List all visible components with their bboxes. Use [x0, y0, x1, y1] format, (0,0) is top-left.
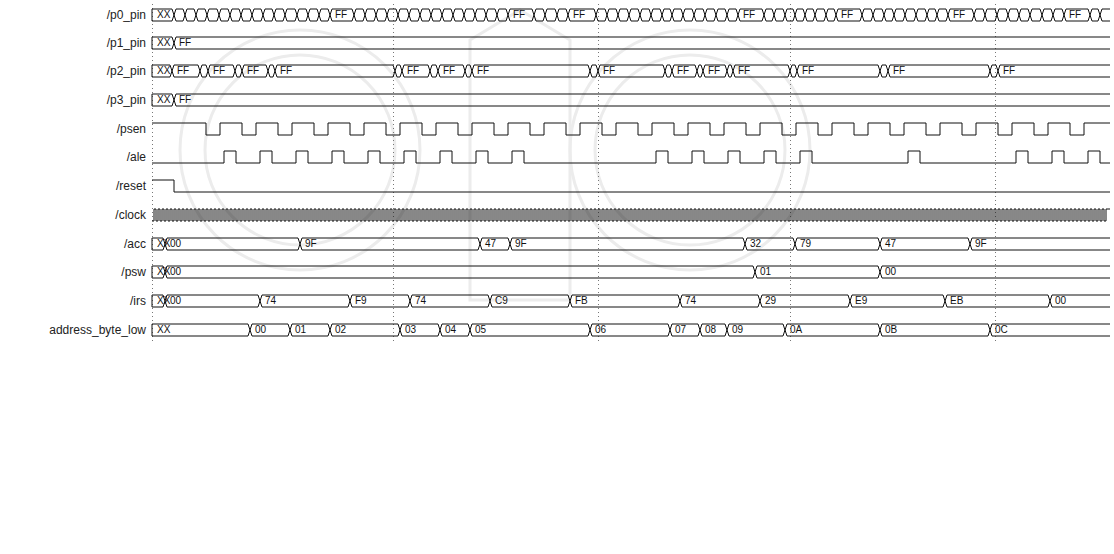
bus-value: 00: [170, 266, 181, 278]
bus-value: 05: [475, 324, 486, 336]
bus-value: XX: [157, 65, 170, 77]
bus-value: 00: [170, 295, 181, 307]
signal-name: /ale: [0, 150, 146, 164]
signal-name: /psen: [0, 122, 146, 136]
bus-value: 09: [732, 324, 743, 336]
bus-value: FF: [802, 65, 814, 77]
bus-value: FF: [179, 37, 191, 49]
bus-value: 74: [415, 295, 426, 307]
bus-value: FF: [573, 9, 585, 21]
bus-value: 32: [750, 238, 761, 250]
signal-name: address_byte_low: [0, 323, 146, 337]
bus-value: 9F: [515, 238, 527, 250]
bus-trace: [152, 9, 1110, 21]
bus-value: EB: [950, 295, 963, 307]
bus-value: 74: [685, 295, 696, 307]
signal-name: /acc: [0, 237, 146, 251]
bus-value: FF: [953, 9, 965, 21]
bus-value: XX: [157, 295, 170, 307]
bus-trace: [152, 37, 1110, 49]
bus-value: 03: [405, 324, 416, 336]
bus-value: 9F: [305, 238, 317, 250]
bus-value: FF: [477, 65, 489, 77]
bus-value: FF: [841, 9, 853, 21]
bus-value: FF: [708, 65, 720, 77]
bus-value: XX: [157, 324, 170, 336]
signal-name: /p1_pin: [0, 36, 146, 50]
bus-value: FF: [893, 65, 905, 77]
bus-value: F9: [355, 295, 367, 307]
bus-value: FF: [247, 65, 259, 77]
bus-value: XX: [157, 9, 170, 21]
signal-name: /p3_pin: [0, 93, 146, 107]
bus-value: 47: [485, 238, 496, 250]
bus-value: C9: [495, 295, 508, 307]
bus-value: FF: [179, 94, 191, 106]
signal-name: /psw: [0, 265, 146, 279]
bus-value: 00: [1055, 295, 1066, 307]
bus-trace: [152, 266, 1110, 278]
signal-name: /clock: [0, 208, 146, 222]
bus-value: FF: [443, 65, 455, 77]
bus-value: FF: [603, 65, 615, 77]
signal-name: /irs: [0, 294, 146, 308]
bus-value: E9: [855, 295, 867, 307]
bus-value: 04: [445, 324, 456, 336]
bus-value: FF: [677, 65, 689, 77]
bus-value: FF: [407, 65, 419, 77]
bus-value: XX: [157, 37, 170, 49]
bus-value: 08: [705, 324, 716, 336]
bus-value: 9F: [975, 238, 987, 250]
bus-value: FF: [738, 65, 750, 77]
bus-value: FF: [213, 65, 225, 77]
bus-value: 06: [595, 324, 606, 336]
bus-value: XX: [157, 94, 170, 106]
bus-value: FF: [513, 9, 525, 21]
bus-value: 00: [255, 324, 266, 336]
psen-trace: [152, 123, 1110, 135]
bus-value: 79: [800, 238, 811, 250]
bus-value: 0A: [790, 324, 802, 336]
signal-name: /p2_pin: [0, 64, 146, 78]
bus-value: 00: [885, 266, 896, 278]
bus-value: FF: [177, 65, 189, 77]
bus-trace: [152, 238, 1110, 250]
signal-name: /p0_pin: [0, 8, 146, 22]
bus-trace: [152, 324, 1110, 336]
bus-value: 47: [885, 238, 896, 250]
bus-value: FB: [575, 295, 588, 307]
bus-value: 29: [765, 295, 776, 307]
ale-trace: [152, 151, 1110, 163]
bus-value: XX: [157, 266, 170, 278]
clock-trace: [152, 209, 1110, 221]
bus-value: 00: [170, 238, 181, 250]
bus-trace: [152, 295, 1110, 307]
bus-value: 0B: [885, 324, 897, 336]
bus-value: FF: [743, 9, 755, 21]
bus-value: FF: [1069, 9, 1081, 21]
bus-value: FF: [280, 65, 292, 77]
signal-name: /reset: [0, 179, 146, 193]
bus-value: 07: [675, 324, 686, 336]
bus-value: FF: [1003, 65, 1015, 77]
bus-trace: [152, 94, 1110, 106]
bus-value: FF: [335, 9, 347, 21]
bus-value: 01: [760, 266, 771, 278]
reset-trace: [152, 180, 1110, 192]
bus-trace: [152, 65, 1110, 77]
bus-value: 0C: [995, 324, 1008, 336]
bus-value: 01: [295, 324, 306, 336]
bus-value: 74: [265, 295, 276, 307]
bus-value: 02: [335, 324, 346, 336]
bus-value: XX: [157, 238, 170, 250]
